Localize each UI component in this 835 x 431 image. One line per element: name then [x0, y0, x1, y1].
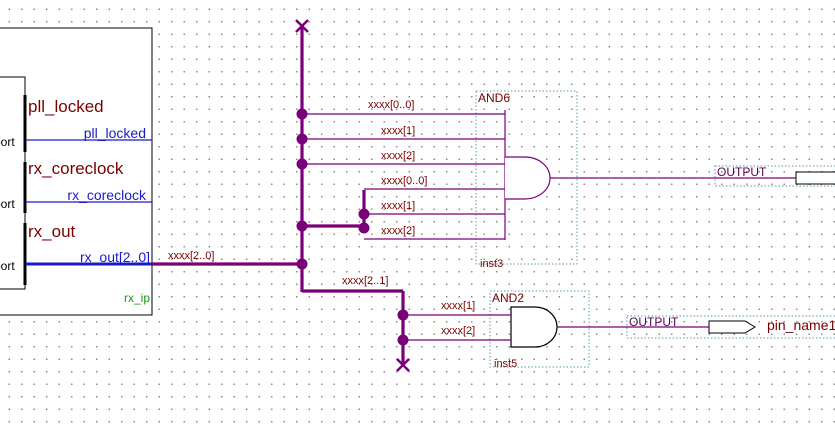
junction-dot	[358, 208, 370, 220]
and6-frame	[475, 90, 578, 265]
signal-pll-locked: pll_locked	[84, 125, 146, 141]
junction-dot	[296, 158, 308, 170]
junction-dot	[397, 334, 409, 346]
port-tag-rx-coreclock: port	[0, 197, 15, 211]
junctions	[296, 108, 409, 346]
block-instance-name: rx_ip	[124, 291, 150, 305]
bus-end-x-icon	[396, 358, 410, 372]
and-gate-icon	[505, 156, 551, 200]
output-pin-icon	[795, 171, 835, 185]
and2-instance-name: inst5	[494, 358, 517, 370]
and2-title: AND2	[492, 291, 524, 305]
bus-label-main: xxxx[2..0]	[168, 250, 214, 262]
bus-network[interactable]: xxxx[2..0] xxxx[2..1]	[152, 19, 410, 372]
junction-dot	[296, 220, 308, 232]
junction-dot	[296, 133, 308, 145]
and6-gate-symbol[interactable]: AND6 inst3 xxxx[0..0] xxxx[1] xxxx[2] xx…	[302, 90, 835, 270]
and6-input-label: xxxx[0..0]	[381, 175, 427, 187]
and6-input-label: xxxx[1]	[381, 125, 415, 137]
and6-input-label: xxxx[2]	[381, 225, 415, 237]
bus-end-x-icon	[295, 19, 309, 33]
and6-instance-name: inst3	[480, 258, 503, 270]
junction-dot	[358, 222, 370, 234]
junction-dot	[296, 108, 308, 120]
and6-input-label: xxxx[0..0]	[368, 99, 414, 111]
and6-input-label: xxxx[2]	[381, 150, 415, 162]
signal-rx-out: rx_out[2..0]	[80, 249, 150, 265]
and6-input-label: xxxx[1]	[381, 200, 415, 212]
bus-label-tap: xxxx[2..1]	[342, 275, 388, 287]
junction-dot	[397, 309, 409, 321]
port-title-pll-locked: pll_locked	[28, 97, 104, 116]
output-pin-2[interactable]: OUTPUT pin_name1	[626, 315, 835, 339]
output-pin-arrow-icon	[708, 320, 756, 334]
and2-gate-symbol[interactable]: AND2 xxxx[1] xxxx[2] inst5	[403, 290, 709, 370]
output-pin-label: OUTPUT	[717, 165, 767, 179]
rx-ip-block[interactable]: pll_locked port pll_locked rx_coreclock …	[0, 27, 153, 316]
output-pin-frame	[714, 165, 835, 187]
output-pin-frame	[626, 315, 835, 339]
port-title-rx-coreclock: rx_coreclock	[28, 159, 124, 178]
junction-dot	[296, 258, 308, 270]
port-tag-pll-locked: port	[0, 135, 15, 149]
and2-frame	[489, 290, 590, 368]
port-title-rx-out: rx_out	[28, 222, 76, 241]
and6-title: AND6	[478, 91, 510, 105]
pin-name: pin_name1	[767, 317, 835, 333]
and-gate-icon	[510, 306, 558, 348]
output-pin-1[interactable]: OUTPUT	[714, 165, 835, 187]
signal-rx-coreclock: rx_coreclock	[67, 187, 147, 203]
output-pin-label: OUTPUT	[629, 315, 679, 329]
rx-ip-inner-port-box	[0, 76, 26, 290]
and2-input-label: xxxx[2]	[441, 325, 475, 337]
port-tag-rx-out: port	[0, 259, 15, 273]
and2-input-label: xxxx[1]	[441, 300, 475, 312]
